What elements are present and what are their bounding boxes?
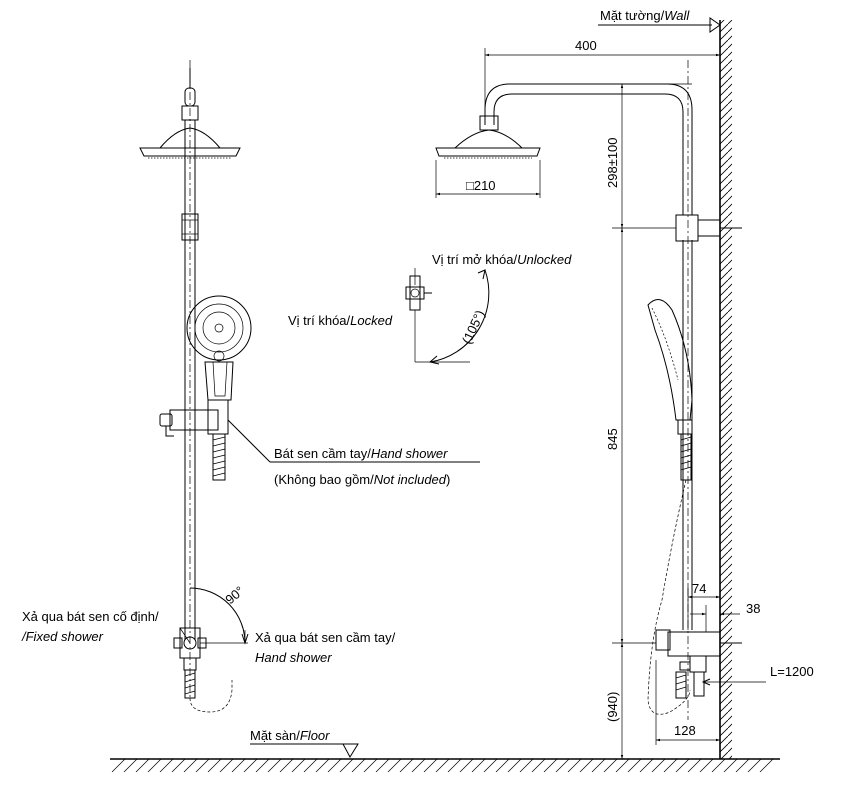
fixed-shower-label-en: /Fixed shower	[21, 629, 104, 644]
dim-74	[687, 585, 720, 630]
dim-400-label: 400	[575, 38, 597, 53]
dim-400	[484, 48, 720, 108]
dim-128-label: 128	[674, 723, 696, 738]
floor-line	[110, 758, 780, 773]
side-view	[435, 60, 742, 720]
dim-vertical-chain	[612, 83, 692, 759]
hand-shower-side	[647, 299, 693, 421]
not-included-label: (Không bao gồm/Not included)	[274, 472, 450, 487]
hand-outlet-label-vi: Xả qua bát sen cầm tay/	[255, 630, 396, 645]
dim-845-label: 845	[605, 428, 620, 450]
hose-front	[212, 433, 226, 481]
hand-shower-front	[186, 295, 252, 401]
dim-38-label: 38	[746, 601, 760, 616]
lever-detail	[405, 268, 490, 365]
angle-105-label: (105°)	[459, 308, 488, 347]
fixed-shower-label-vi: Xả qua bát sen cố định/	[22, 609, 159, 624]
shower-arm-side	[484, 83, 693, 215]
hose-length-leader	[701, 678, 766, 686]
wall-label: Mặt tường/Wall	[600, 8, 690, 23]
dim-74-label: 74	[692, 581, 706, 596]
hand-shower-label: Bát sen cầm tay/Hand shower	[274, 446, 448, 461]
wall	[719, 20, 732, 759]
angle-90-marker	[189, 587, 249, 645]
dim-210-label: □210	[466, 178, 496, 193]
dim-210	[435, 160, 541, 198]
dim-298-label: 298±100	[605, 137, 620, 188]
hand-outlet-label-en: Hand shower	[255, 650, 332, 665]
hose-length-label: L=1200	[770, 664, 814, 679]
fixed-shower-leader	[179, 627, 191, 644]
slide-holder	[169, 409, 219, 431]
front-view	[139, 60, 252, 713]
wall-marker	[598, 17, 721, 33]
unlocked-label: Vị trí mở khóa/Unlocked	[432, 252, 572, 267]
hand-shower-callout	[227, 419, 480, 463]
mixer-body-side	[667, 631, 721, 657]
floor-marker	[250, 743, 359, 759]
locked-label: Vị trí khóa/Locked	[288, 313, 393, 328]
dim-940-label: (940)	[605, 692, 620, 722]
angle-90-label: 90°	[222, 583, 247, 607]
dim-38	[690, 605, 740, 632]
floor-label: Mặt sàn/Floor	[250, 728, 330, 743]
dim-128	[655, 660, 720, 745]
fixed-shower-head-front	[139, 147, 241, 157]
fixed-shower-head-side	[435, 147, 541, 157]
